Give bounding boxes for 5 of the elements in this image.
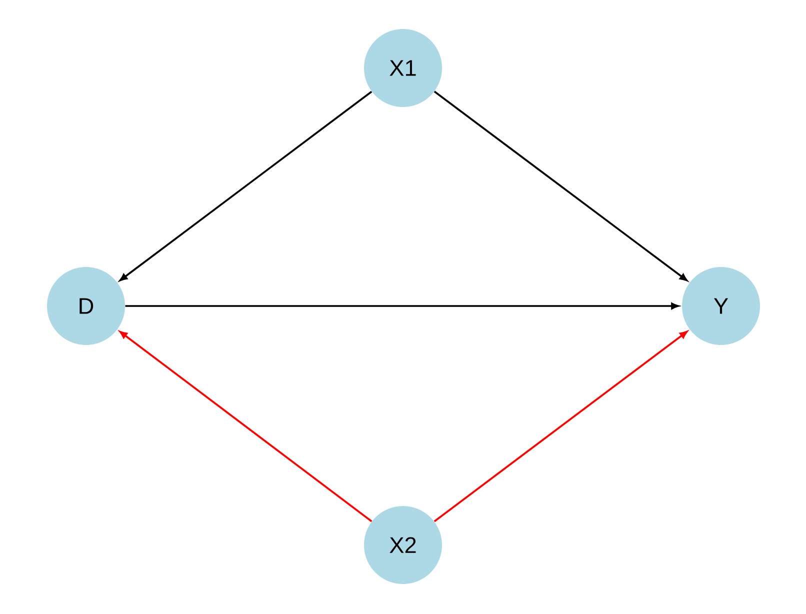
arrow	[120, 90, 372, 282]
arrow	[125, 302, 679, 310]
arrow	[434, 330, 688, 522]
arrow	[120, 331, 372, 522]
arrow	[434, 90, 688, 282]
